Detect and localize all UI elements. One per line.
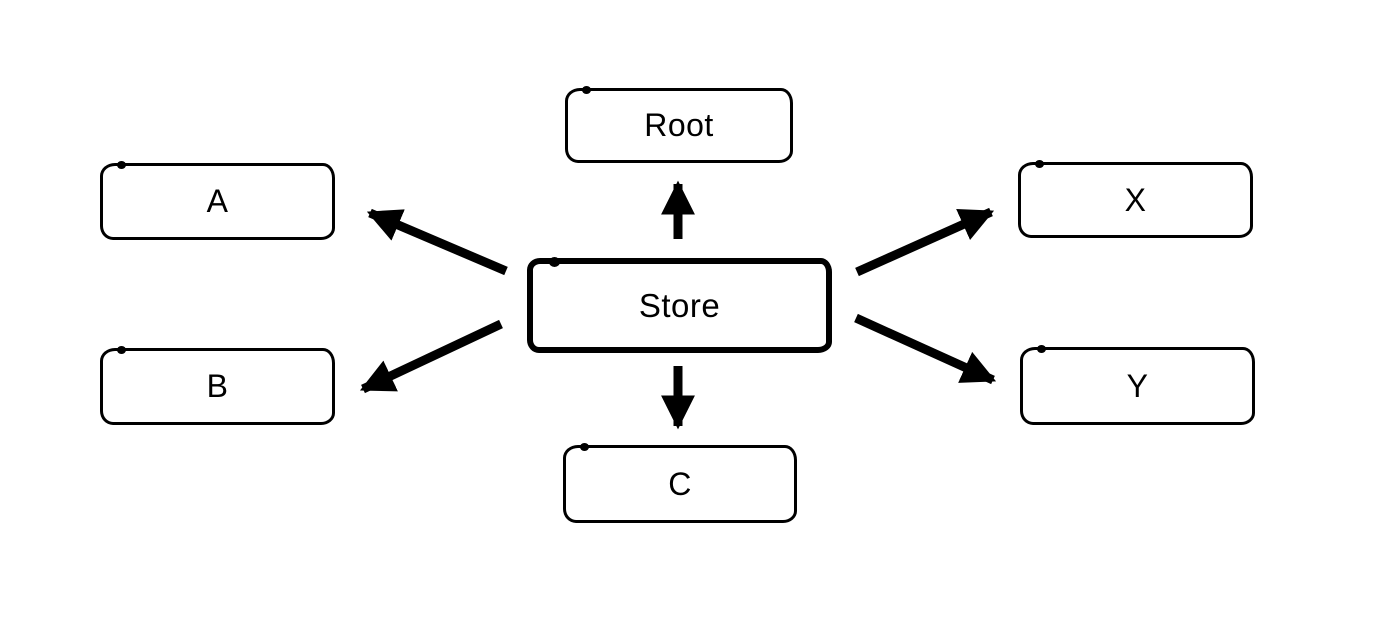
node-y: Y: [1020, 345, 1255, 425]
node-store: Store: [527, 257, 832, 353]
edge-store-to-b-arrow: [359, 319, 503, 394]
node-x: X: [1018, 160, 1253, 238]
node-root: Root: [565, 86, 793, 163]
node-x-label: X: [1124, 181, 1147, 218]
node-b-label: B: [206, 368, 229, 404]
edge-store-to-x-arrow: [855, 207, 995, 277]
edge-store-to-a-arrow: [366, 208, 508, 276]
node-b: B: [100, 346, 335, 425]
node-a: A: [100, 161, 335, 240]
node-root-label: Root: [644, 107, 714, 143]
node-c: C: [563, 443, 797, 523]
node-c-label: C: [668, 465, 692, 502]
node-a-label: A: [206, 183, 229, 219]
node-y-label: Y: [1126, 367, 1149, 404]
edge-store-to-y-arrow: [854, 313, 997, 385]
node-store-label: Store: [638, 286, 721, 324]
